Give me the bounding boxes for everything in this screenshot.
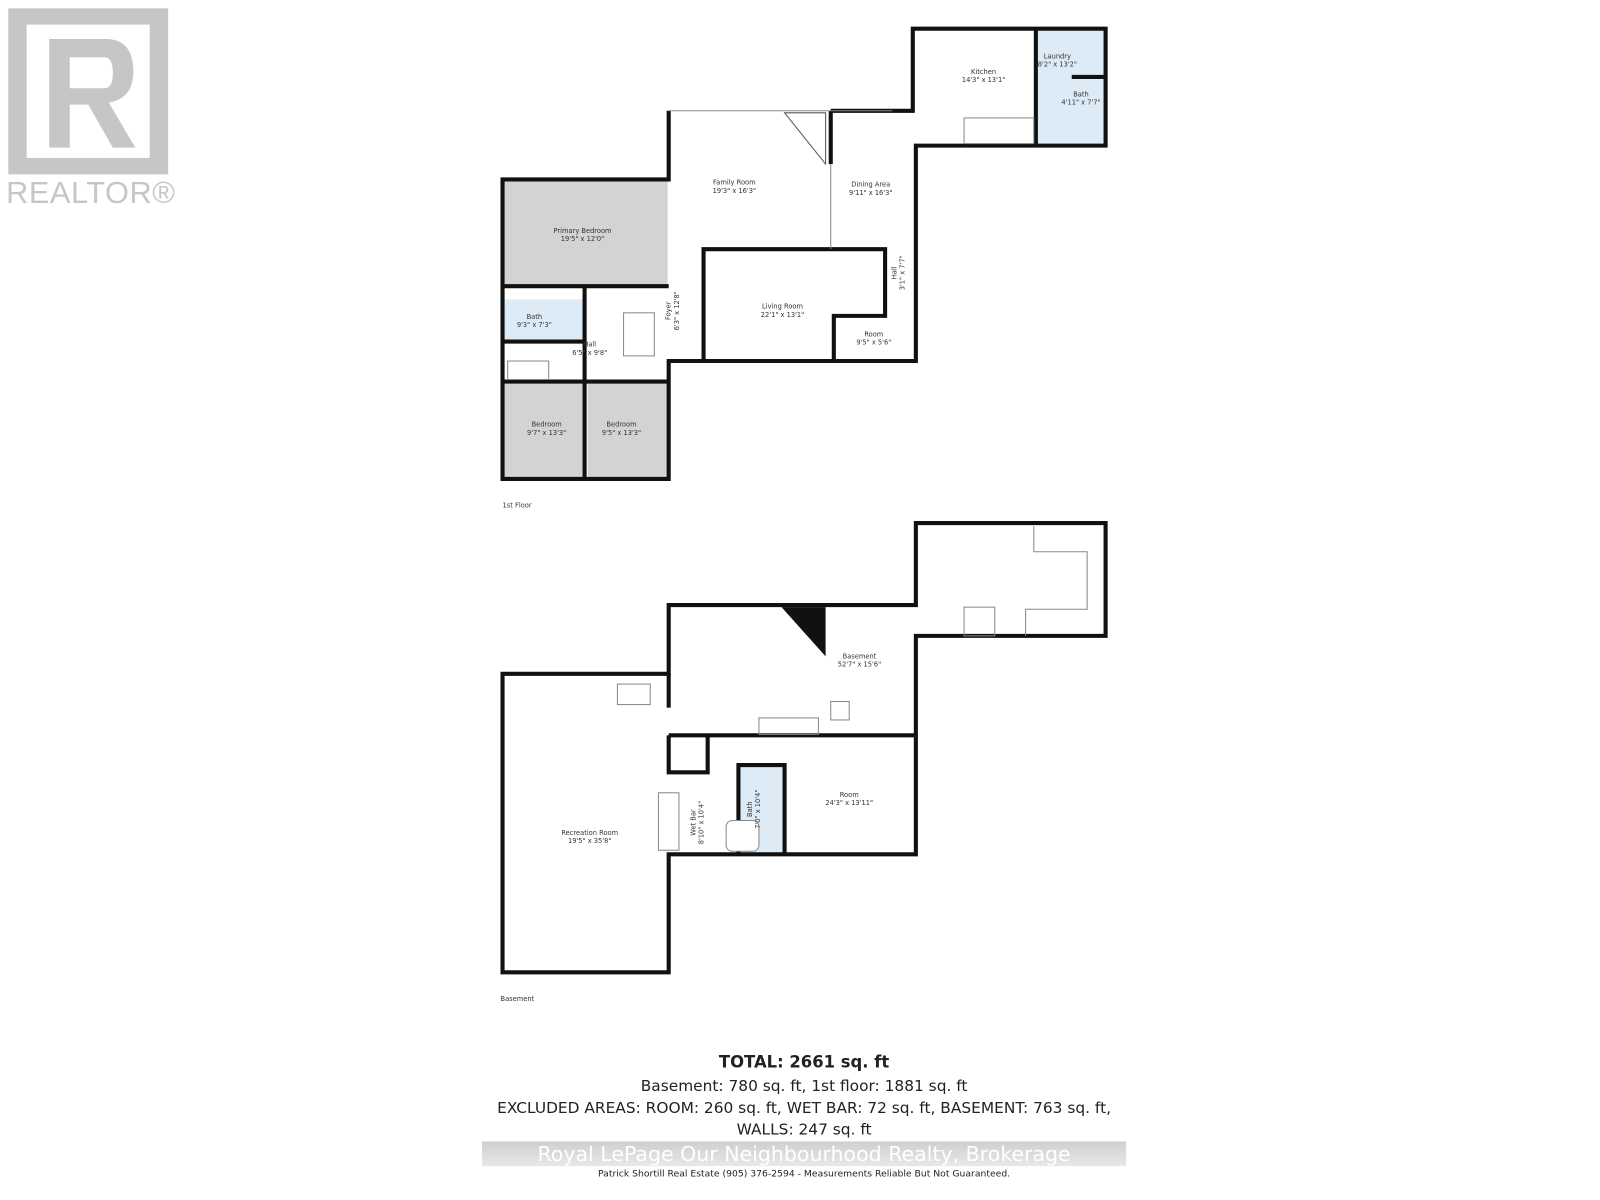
brokerage-watermark: Royal LePage Our Neighbourhood Realty, B… bbox=[482, 1141, 1127, 1167]
basement-walls bbox=[500, 521, 1108, 975]
first-floor-fixtures bbox=[507, 110, 1035, 380]
disclaimer: Patrick Shortill Real Estate (905) 376-2… bbox=[598, 1169, 1011, 1180]
floor-label: 1st Floor bbox=[502, 501, 532, 510]
bath-fill bbox=[503, 299, 584, 342]
floor-label: Basement bbox=[500, 994, 535, 1004]
realtor-wordmark: REALTOR® bbox=[6, 176, 176, 211]
realtor-logo bbox=[8, 8, 170, 180]
primary-bedroom-fill bbox=[503, 180, 668, 287]
bedroom-fill bbox=[503, 382, 586, 478]
basement-fixtures bbox=[616, 526, 1088, 852]
first-floor-walls bbox=[500, 26, 1108, 482]
bedroom-fill bbox=[587, 382, 668, 478]
floor-plan-drawing bbox=[500, 26, 1108, 975]
total-area: TOTAL: 2661 sq. ft bbox=[718, 1052, 890, 1072]
walls-area: WALLS: 247 sq. ft bbox=[736, 1119, 872, 1139]
floor-areas: Basement: 780 sq. ft, 1st floor: 1881 sq… bbox=[640, 1076, 968, 1096]
excluded-areas: EXCLUDED AREAS: ROOM: 260 sq. ft, WET BA… bbox=[497, 1098, 1111, 1117]
chimney bbox=[781, 607, 826, 657]
laundry-fill bbox=[1035, 29, 1105, 145]
